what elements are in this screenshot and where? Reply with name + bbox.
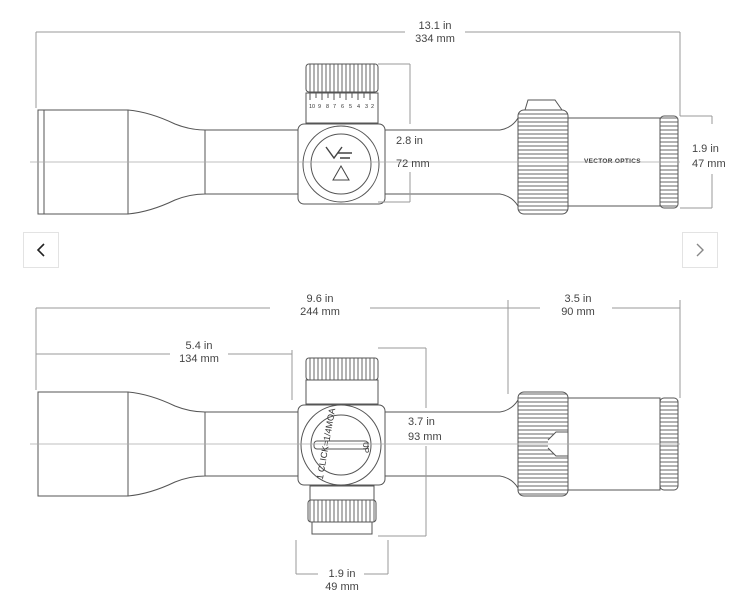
carousel-prev-button[interactable] — [23, 232, 59, 268]
turret-depth-mm: 49 mm — [325, 581, 359, 593]
side-turret-scale-ticks — [309, 93, 371, 100]
side-dimension-lines — [35, 31, 713, 209]
eyepiece-diameter-mm: 47 mm — [692, 158, 726, 170]
top-dial-up: UP — [361, 442, 370, 453]
top-rear-tube — [385, 411, 500, 477]
top-side-dial — [300, 404, 382, 486]
side-rear-tube — [385, 129, 500, 195]
svg-text:8: 8 — [326, 104, 329, 110]
svg-text:2: 2 — [371, 104, 374, 110]
turret-width-mm: 93 mm — [408, 431, 442, 443]
side-view — [37, 63, 679, 215]
turret-width-in: 3.7 in — [408, 416, 435, 428]
eyepiece-length-mm: 90 mm — [561, 306, 595, 318]
turret-depth-in: 1.9 in — [329, 568, 356, 580]
objective-to-turret-in: 5.4 in — [186, 340, 213, 352]
top-elevation-cap — [305, 357, 379, 381]
top-windage-cap — [307, 499, 377, 523]
overall-length-in: 13.1 in — [418, 20, 451, 32]
svg-text:7: 7 — [333, 104, 336, 110]
side-front-tube — [205, 129, 298, 195]
objective-to-turret-mm: 134 mm — [179, 353, 219, 365]
turret-height-in: 2.8 in — [396, 135, 423, 147]
chevron-right-icon — [696, 243, 704, 257]
svg-text:9: 9 — [318, 104, 321, 110]
side-turret-scale-band — [305, 92, 379, 124]
top-dial-slot — [313, 440, 369, 450]
side-brand-text: VECTOR OPTICS — [584, 158, 641, 165]
top-front-tube — [205, 411, 298, 477]
overall-length-mm: 334 mm — [415, 33, 455, 45]
eyepiece-length-in: 3.5 in — [565, 293, 592, 305]
top-view — [37, 357, 679, 535]
svg-text:4: 4 — [357, 104, 360, 110]
length-to-eyepiece-in: 9.6 in — [307, 293, 334, 305]
turret-height-mm: 72 mm — [396, 158, 430, 170]
chevron-left-icon — [36, 243, 45, 257]
top-windage-scale-band — [309, 485, 375, 501]
side-warning-triangle — [332, 164, 350, 181]
side-turret-scale-numbers: 10 9 8 7 6 5 4 3 2 — [309, 104, 374, 110]
top-turret-scale-band — [305, 379, 379, 405]
side-turret-cap — [305, 63, 379, 93]
top-dimension-lines — [35, 300, 681, 575]
svg-text:6: 6 — [341, 104, 344, 110]
svg-text:5: 5 — [349, 104, 352, 110]
length-to-eyepiece-mm: 244 mm — [300, 306, 340, 318]
side-turret-dial — [302, 125, 380, 203]
side-vo-logo — [325, 146, 352, 160]
svg-text:3: 3 — [365, 104, 368, 110]
eyepiece-diameter-in: 1.9 in — [692, 143, 719, 155]
carousel-next-button[interactable] — [682, 232, 718, 268]
svg-text:10: 10 — [309, 104, 315, 110]
